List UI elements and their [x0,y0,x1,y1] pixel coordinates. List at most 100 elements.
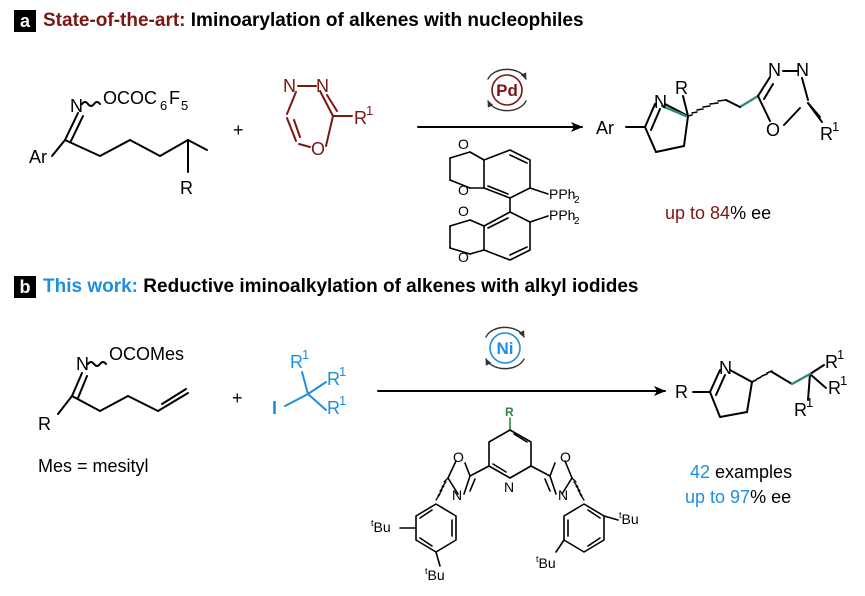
panel-a-product-oxadiazole [757,70,823,126]
svg-text:O: O [458,203,469,219]
svg-text:O: O [560,449,571,465]
svg-text:R: R [327,369,340,389]
svg-text:O: O [458,182,469,198]
ni-cycle-icon [485,326,525,370]
svg-text:1: 1 [339,364,346,379]
svg-text:1: 1 [832,119,839,134]
svg-text:R: R [794,400,807,420]
svg-text:tBu: tBu [619,510,639,527]
alkyl-iodide-labels: I R 1 R 1 R 1 [272,347,346,418]
alkyl-iodide-reagent [284,371,327,411]
svg-text:N: N [504,479,514,495]
svg-text:tBu: tBu [425,566,445,583]
svg-text:F: F [169,88,180,108]
svg-text:1: 1 [366,103,373,118]
svg-text:O: O [453,449,464,465]
svg-text:Pd: Pd [496,81,518,100]
svg-text:Ar: Ar [29,147,47,167]
svg-text:I: I [272,398,277,418]
svg-text:OCOMes: OCOMes [109,344,184,364]
svg-text:R: R [354,108,367,128]
svg-text:R: R [327,398,340,418]
svg-text:tBu: tBu [371,518,391,535]
panel-a-title: Iminoarylation of alkenes with nucleophi… [190,10,584,31]
panel-a-highlight: State-of-the-art: [43,10,186,31]
oxadiazole-atom-labels: N N O R 1 [283,76,373,159]
panel-b-product-labels: R N R 1 R 1 R 1 [675,347,847,420]
panel-a-atom-labels: N OCOC 6 F 5 Ar R + [29,88,244,198]
svg-text:N: N [316,76,329,96]
svg-text:tBu: tBu [536,554,556,571]
svg-text:2: 2 [574,216,580,227]
svg-text:1: 1 [302,347,309,362]
svg-text:N: N [283,76,296,96]
svg-text:R: R [505,405,514,419]
svg-text:PPh: PPh [549,207,575,223]
svg-text:2: 2 [574,195,580,206]
svg-text:OCOC: OCOC [103,88,157,108]
svg-text:N: N [796,60,809,80]
svg-text:O: O [458,249,469,265]
mes-note: Mes = mesityl [38,456,149,476]
svg-text:O: O [766,120,780,140]
svg-text:R: R [675,78,688,98]
svg-text:Ni: Ni [497,339,514,358]
svg-text:N: N [558,487,568,503]
panel-a-new-bonds [660,94,760,118]
panel-b-badge: b [14,276,36,298]
svg-text:R: R [38,414,51,434]
svg-text:6: 6 [160,98,167,113]
svg-text:1: 1 [837,347,844,362]
svg-text:+: + [233,120,244,140]
svg-text:N: N [654,92,667,112]
examples-value: 42 [690,462,711,482]
panel-a-product [625,95,689,153]
panel-a-substrate [51,101,208,173]
pd-cycle-icon [487,68,527,112]
pybox-ligand [399,417,619,567]
svg-text:1: 1 [840,373,847,388]
panel-a-ee-post: % ee [730,203,772,223]
panel-b-title: Reductive iminoalkylation of alkenes wit… [143,276,639,297]
panel-b-ee-label: up to 97% ee [685,487,791,508]
svg-text:O: O [311,139,325,159]
pd-catalyst: Pd [491,74,523,106]
svg-text:PPh: PPh [549,186,575,202]
panel-b-ee-value: 97 [730,487,751,507]
svg-text:R: R [290,352,303,372]
panel-b-substrate [57,361,189,415]
bisphosphine-ligand [449,149,549,261]
oxadiazole-reagent [286,85,353,148]
panel-a-ee-label: up to 84% ee [665,203,771,224]
panel-b-highlight: This work: [43,276,139,297]
panel-b-ee-post: % ee [750,487,792,507]
svg-text:1: 1 [806,395,813,410]
svg-text:R: R [820,124,833,144]
svg-text:R: R [180,178,193,198]
panel-a-wedge-bond [687,99,741,117]
svg-text:R: R [825,352,838,372]
panel-a-badge: a [14,10,36,32]
svg-text:O: O [458,136,469,152]
svg-text:Ar: Ar [596,118,614,138]
panel-b-new-bond [790,372,812,386]
panel-a-header: a State-of-the-art: Iminoarylation of alk… [14,10,584,32]
svg-text:5: 5 [181,98,188,113]
panel-b-atom-labels: N OCOMes R + [38,344,243,434]
svg-text:R: R [675,382,688,402]
svg-text:R: R [828,378,841,398]
panel-b-header: b This work: Reductive iminoalkylation of… [14,276,639,298]
svg-text:N: N [452,487,462,503]
svg-text:N: N [719,358,732,378]
panel-b-ee-pre: up to [685,487,731,507]
examples-label: 42 examples [690,462,792,483]
svg-text:+: + [232,388,243,408]
svg-text:N: N [70,96,83,116]
panel-a-product-labels: Ar N R N N O R 1 [596,60,839,144]
ni-catalyst: Ni [489,332,521,364]
panel-a-ee-pre: up to [665,203,711,223]
ligand-b-labels: R N O O N N tBu tBu tBu tBu [371,405,639,583]
panel-a-ee-value: 84 [710,203,731,223]
panel-b-product [692,364,827,418]
